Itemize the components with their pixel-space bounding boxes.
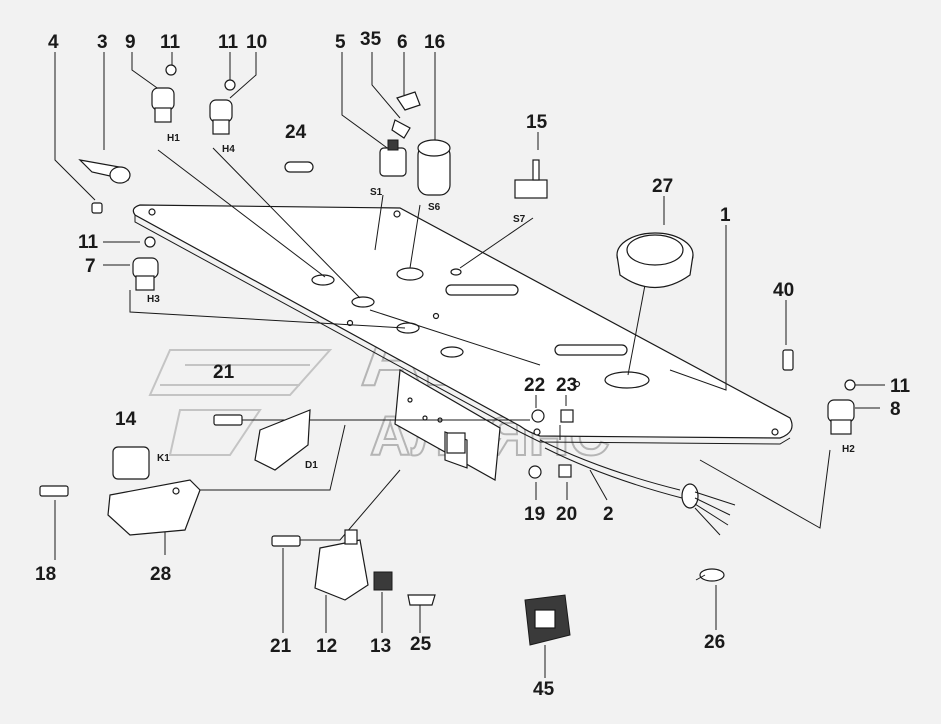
switch-45: [524, 594, 571, 646]
cable-tie-26: [695, 568, 725, 582]
callout-19: 19: [524, 504, 545, 525]
callout-15: 15: [526, 112, 548, 133]
callout-3: 3: [97, 32, 108, 53]
nut-22: [531, 409, 545, 423]
toggle-switch-s7: [514, 159, 548, 199]
callout-11-c: 11: [78, 232, 99, 253]
callout-21-b: 21: [270, 636, 292, 657]
callout-12: 12: [316, 636, 337, 657]
leader-lines: [54, 52, 885, 678]
indicator-lamp-h1: [151, 64, 177, 123]
callout-14: 14: [115, 409, 137, 430]
bracket-28: [107, 479, 201, 536]
callout-21-a: 21: [213, 362, 235, 383]
connector-13: [373, 571, 393, 591]
callout-labels: 4 3 9 11 11 10 5 35 6 16 24 15 27 1 11 7…: [35, 29, 911, 700]
nut-19: [528, 465, 542, 479]
designator-h3: H3: [147, 294, 160, 305]
callout-8: 8: [890, 399, 901, 420]
callout-22: 22: [524, 375, 545, 396]
callout-28: 28: [150, 564, 171, 585]
instrument-panel-plate: [132, 204, 793, 481]
indicator-lamp-h4: [209, 79, 236, 135]
callout-1: 1: [720, 205, 731, 226]
switch-s1: [379, 91, 421, 177]
callout-45: 45: [533, 679, 555, 700]
screw-18: [39, 485, 69, 497]
callout-6: 6: [397, 32, 408, 53]
designator-k1: K1: [157, 453, 170, 464]
relay-12: [314, 529, 369, 601]
designator-s7: S7: [513, 214, 526, 225]
diode-d1: [254, 409, 311, 471]
callout-25: 25: [410, 634, 432, 655]
callout-40: 40: [773, 280, 794, 301]
designator-labels: H1 H4 S1 S6 S7 H3 H2 K1 D1: [147, 133, 855, 471]
lamp-s6: [417, 139, 451, 196]
gauge-27: [616, 232, 694, 288]
clip-25: [407, 594, 436, 606]
callout-20: 20: [556, 504, 577, 525]
callout-9: 9: [125, 32, 136, 53]
designator-d1: D1: [305, 460, 318, 471]
callout-2: 2: [603, 504, 614, 525]
callout-7: 7: [85, 256, 96, 277]
designator-s6: S6: [428, 202, 441, 213]
screw-21-upper: [213, 414, 243, 426]
indicator-lamp-h2: [827, 379, 856, 435]
designator-s1: S1: [370, 187, 383, 198]
callout-35: 35: [360, 29, 382, 50]
callout-16: 16: [424, 32, 445, 53]
callout-13: 13: [370, 636, 391, 657]
callout-11-b: 11: [218, 32, 239, 53]
screw-21-lower: [271, 535, 301, 547]
callout-26: 26: [704, 632, 725, 653]
nut-23: [560, 409, 574, 423]
callout-23: 23: [556, 375, 577, 396]
designator-h4: H4: [222, 144, 235, 155]
callout-11-d: 11: [890, 376, 911, 397]
part-bracket-3: [78, 159, 131, 214]
callout-5: 5: [335, 32, 346, 53]
fuse-24: [284, 161, 314, 173]
cable-harness-2: [539, 439, 736, 536]
relay-k1: [112, 446, 150, 480]
callout-10: 10: [246, 32, 267, 53]
nut-20: [558, 464, 572, 478]
designator-h1: H1: [167, 133, 180, 144]
indicator-lamp-h3: [132, 236, 159, 291]
callout-18: 18: [35, 564, 56, 585]
callout-4: 4: [48, 32, 59, 53]
callout-27: 27: [652, 176, 673, 197]
screw-40: [782, 349, 794, 371]
callout-24: 24: [285, 122, 307, 143]
designator-h2: H2: [842, 444, 855, 455]
callout-11-a: 11: [160, 32, 181, 53]
